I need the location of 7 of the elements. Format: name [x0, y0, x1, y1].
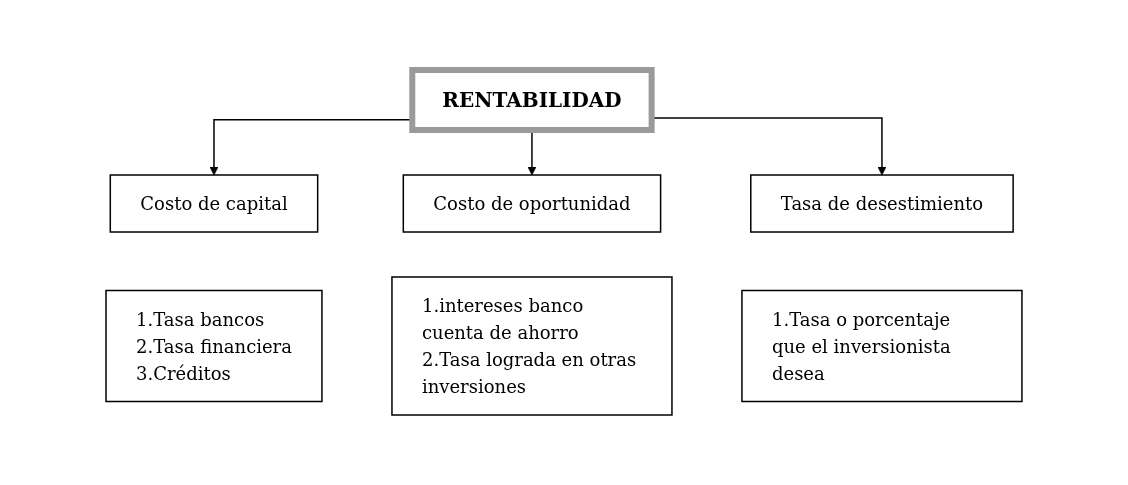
node-box: 1.intereses banco cuenta de ahorro 2.Tasa lograda en otras inversiones [391, 276, 673, 416]
node-box: RENTABILIDAD [409, 67, 655, 133]
node-box: 1.Tasa bancos 2.Tasa financiera 3.Créditos [105, 289, 323, 403]
node-box: Costo de capital [109, 174, 319, 233]
node-box: 1.Tasa o porcentaje que el inversionista desea [741, 289, 1023, 403]
node-box: Tasa de desestimiento [750, 174, 1014, 233]
node-box: Costo de oportunidad [402, 174, 662, 233]
